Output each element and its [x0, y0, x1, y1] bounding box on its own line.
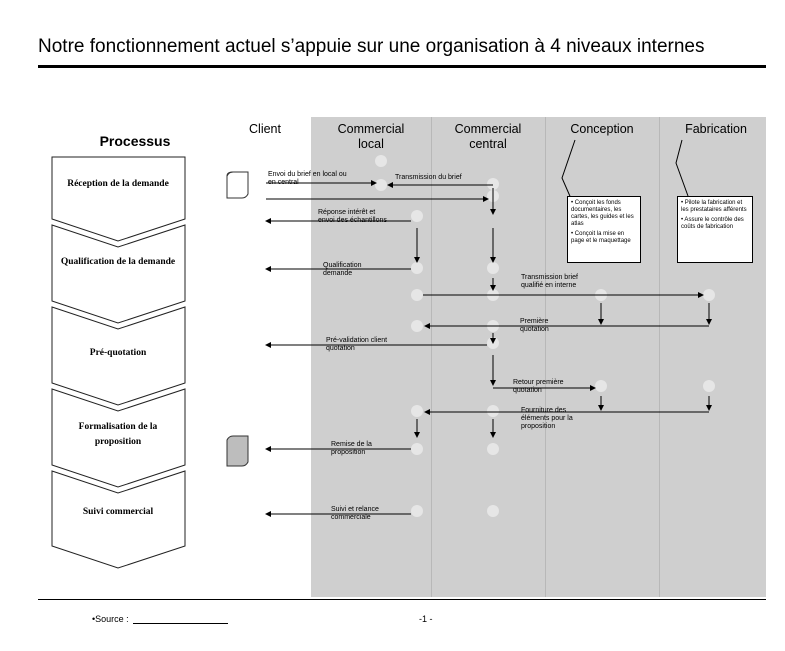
- note-line: • Assure le contrôle des coûts de fabric…: [681, 217, 744, 230]
- flow-node: [375, 155, 387, 167]
- flow-node: [411, 505, 423, 517]
- flow-node: [411, 443, 423, 455]
- fabrication-role-note: • Pilote la fabrication et les prestatai…: [677, 196, 753, 263]
- process-step-shape: [51, 306, 186, 406]
- flow-label: Qualification demande: [323, 262, 362, 277]
- process-step-shape: [51, 388, 186, 488]
- flow-node: [487, 262, 499, 274]
- column-header-client: Client: [249, 122, 281, 136]
- callout-line: [675, 139, 689, 197]
- flow-label: Transmission du brief: [395, 174, 462, 181]
- flow-node: [703, 289, 715, 301]
- document-icon: [226, 171, 249, 199]
- footer-divider: [38, 599, 766, 600]
- flow-label: Suivi et relance commerciale: [331, 506, 379, 521]
- column-header-commercial-local: Commercial local: [337, 122, 405, 151]
- lane-divider: [431, 117, 432, 597]
- flow-node: [487, 505, 499, 517]
- page-number: -1 -: [419, 614, 433, 624]
- note-line: • Conçoit la mise en page et le maquetta…: [571, 231, 631, 244]
- flow-label: Pré-validation client quotation: [326, 337, 388, 352]
- flow-label: Remise de la proposition: [331, 441, 372, 456]
- process-heading: Processus: [99, 133, 171, 149]
- flow-node: [487, 443, 499, 455]
- source-label: •Source :: [92, 614, 129, 624]
- process-step-label: Formalisation de la proposition: [78, 422, 158, 447]
- flow-node: [411, 262, 423, 274]
- flow-node: [375, 179, 387, 191]
- process-step-label: Qualification de la demande: [60, 257, 176, 267]
- column-header-fabrication: Fabrication: [685, 122, 747, 136]
- source-blank-line: [133, 623, 228, 624]
- column-header-conception: Conception: [570, 122, 634, 136]
- flow-node: [703, 380, 715, 392]
- note-line: • Pilote la fabrication et les prestatai…: [681, 200, 747, 213]
- lane-divider: [545, 117, 546, 597]
- flow-label: Retour première quotation: [513, 379, 564, 394]
- flow-node: [411, 210, 423, 222]
- column-header-commercial-central: Commercial central: [454, 122, 522, 151]
- flow-label: Transmission brief qualifié en interne: [521, 274, 578, 289]
- flow-node: [487, 405, 499, 417]
- flow-node: [411, 289, 423, 301]
- process-step-shape: [51, 224, 186, 324]
- title-divider: [38, 65, 766, 68]
- note-line: • Conçoit les fonds documentaires, les c…: [571, 200, 634, 227]
- document-icon: [226, 435, 249, 467]
- flow-node: [411, 405, 423, 417]
- flow-node: [411, 320, 423, 332]
- page-title: Notre fonctionnement actuel s’appuie sur…: [38, 36, 705, 57]
- flow-node: [595, 380, 607, 392]
- flow-label: Envoi du brief en local ou en central: [268, 171, 347, 186]
- process-step-label: Pré-quotation: [89, 348, 147, 358]
- flow-label: Réponse intérêt et envoi des échantillon…: [318, 209, 387, 224]
- process-step-label: Suivi commercial: [82, 507, 154, 517]
- conception-role-note: • Conçoit les fonds documentaires, les c…: [567, 196, 641, 263]
- flow-node: [487, 178, 499, 190]
- process-step-label: Réception de la demande: [67, 179, 169, 189]
- flow-label: Fourniture des éléments pour la proposit…: [521, 407, 573, 430]
- process-step-shape: [51, 156, 186, 242]
- process-step-shape: [51, 470, 186, 569]
- flow-label: Première quotation: [520, 318, 549, 333]
- lane-divider: [659, 117, 660, 597]
